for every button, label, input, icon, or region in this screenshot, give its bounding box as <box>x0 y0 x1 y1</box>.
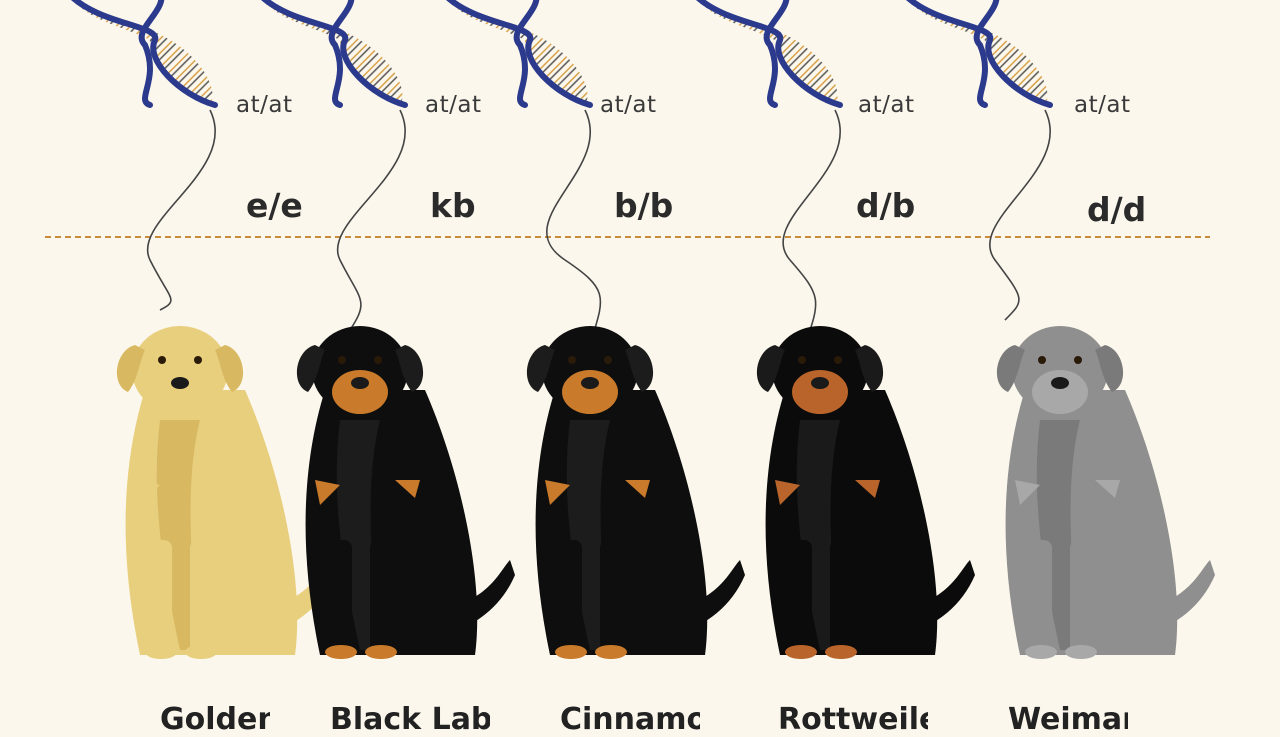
genetics-diagram <box>45 0 1215 659</box>
allele-label-2: at/at <box>425 92 482 118</box>
dog-illustration-2 <box>296 326 515 659</box>
dna-helix-icon-1 <box>71 0 218 108</box>
allele-label-3: at/at <box>600 92 657 118</box>
gene-string-1 <box>146 109 217 311</box>
dna-helix-icon-2 <box>261 0 408 108</box>
dna-helix-icon-4 <box>696 0 843 108</box>
dna-helix-icon-3 <box>446 0 593 108</box>
gene-string-4 <box>782 109 842 361</box>
gene-string-2 <box>336 109 407 331</box>
dog-illustration-1 <box>116 326 335 659</box>
genotype-label-1: e/e <box>246 186 303 225</box>
allele-label-1: at/at <box>236 92 293 118</box>
genotype-label-4: d/b <box>856 186 916 225</box>
dog-illustration-5 <box>996 326 1215 659</box>
dog-illustration-3 <box>526 326 745 659</box>
genotype-label-3: b/b <box>614 186 674 225</box>
dna-helix-icon-5 <box>906 0 1053 108</box>
genotype-label-2: kb <box>430 186 476 225</box>
allele-label-5: at/at <box>1074 92 1131 118</box>
allele-label-4: at/at <box>858 92 915 118</box>
genotype-label-5: d/d <box>1087 190 1147 229</box>
dog-illustration-4 <box>756 326 975 659</box>
gene-string-5 <box>988 109 1052 321</box>
